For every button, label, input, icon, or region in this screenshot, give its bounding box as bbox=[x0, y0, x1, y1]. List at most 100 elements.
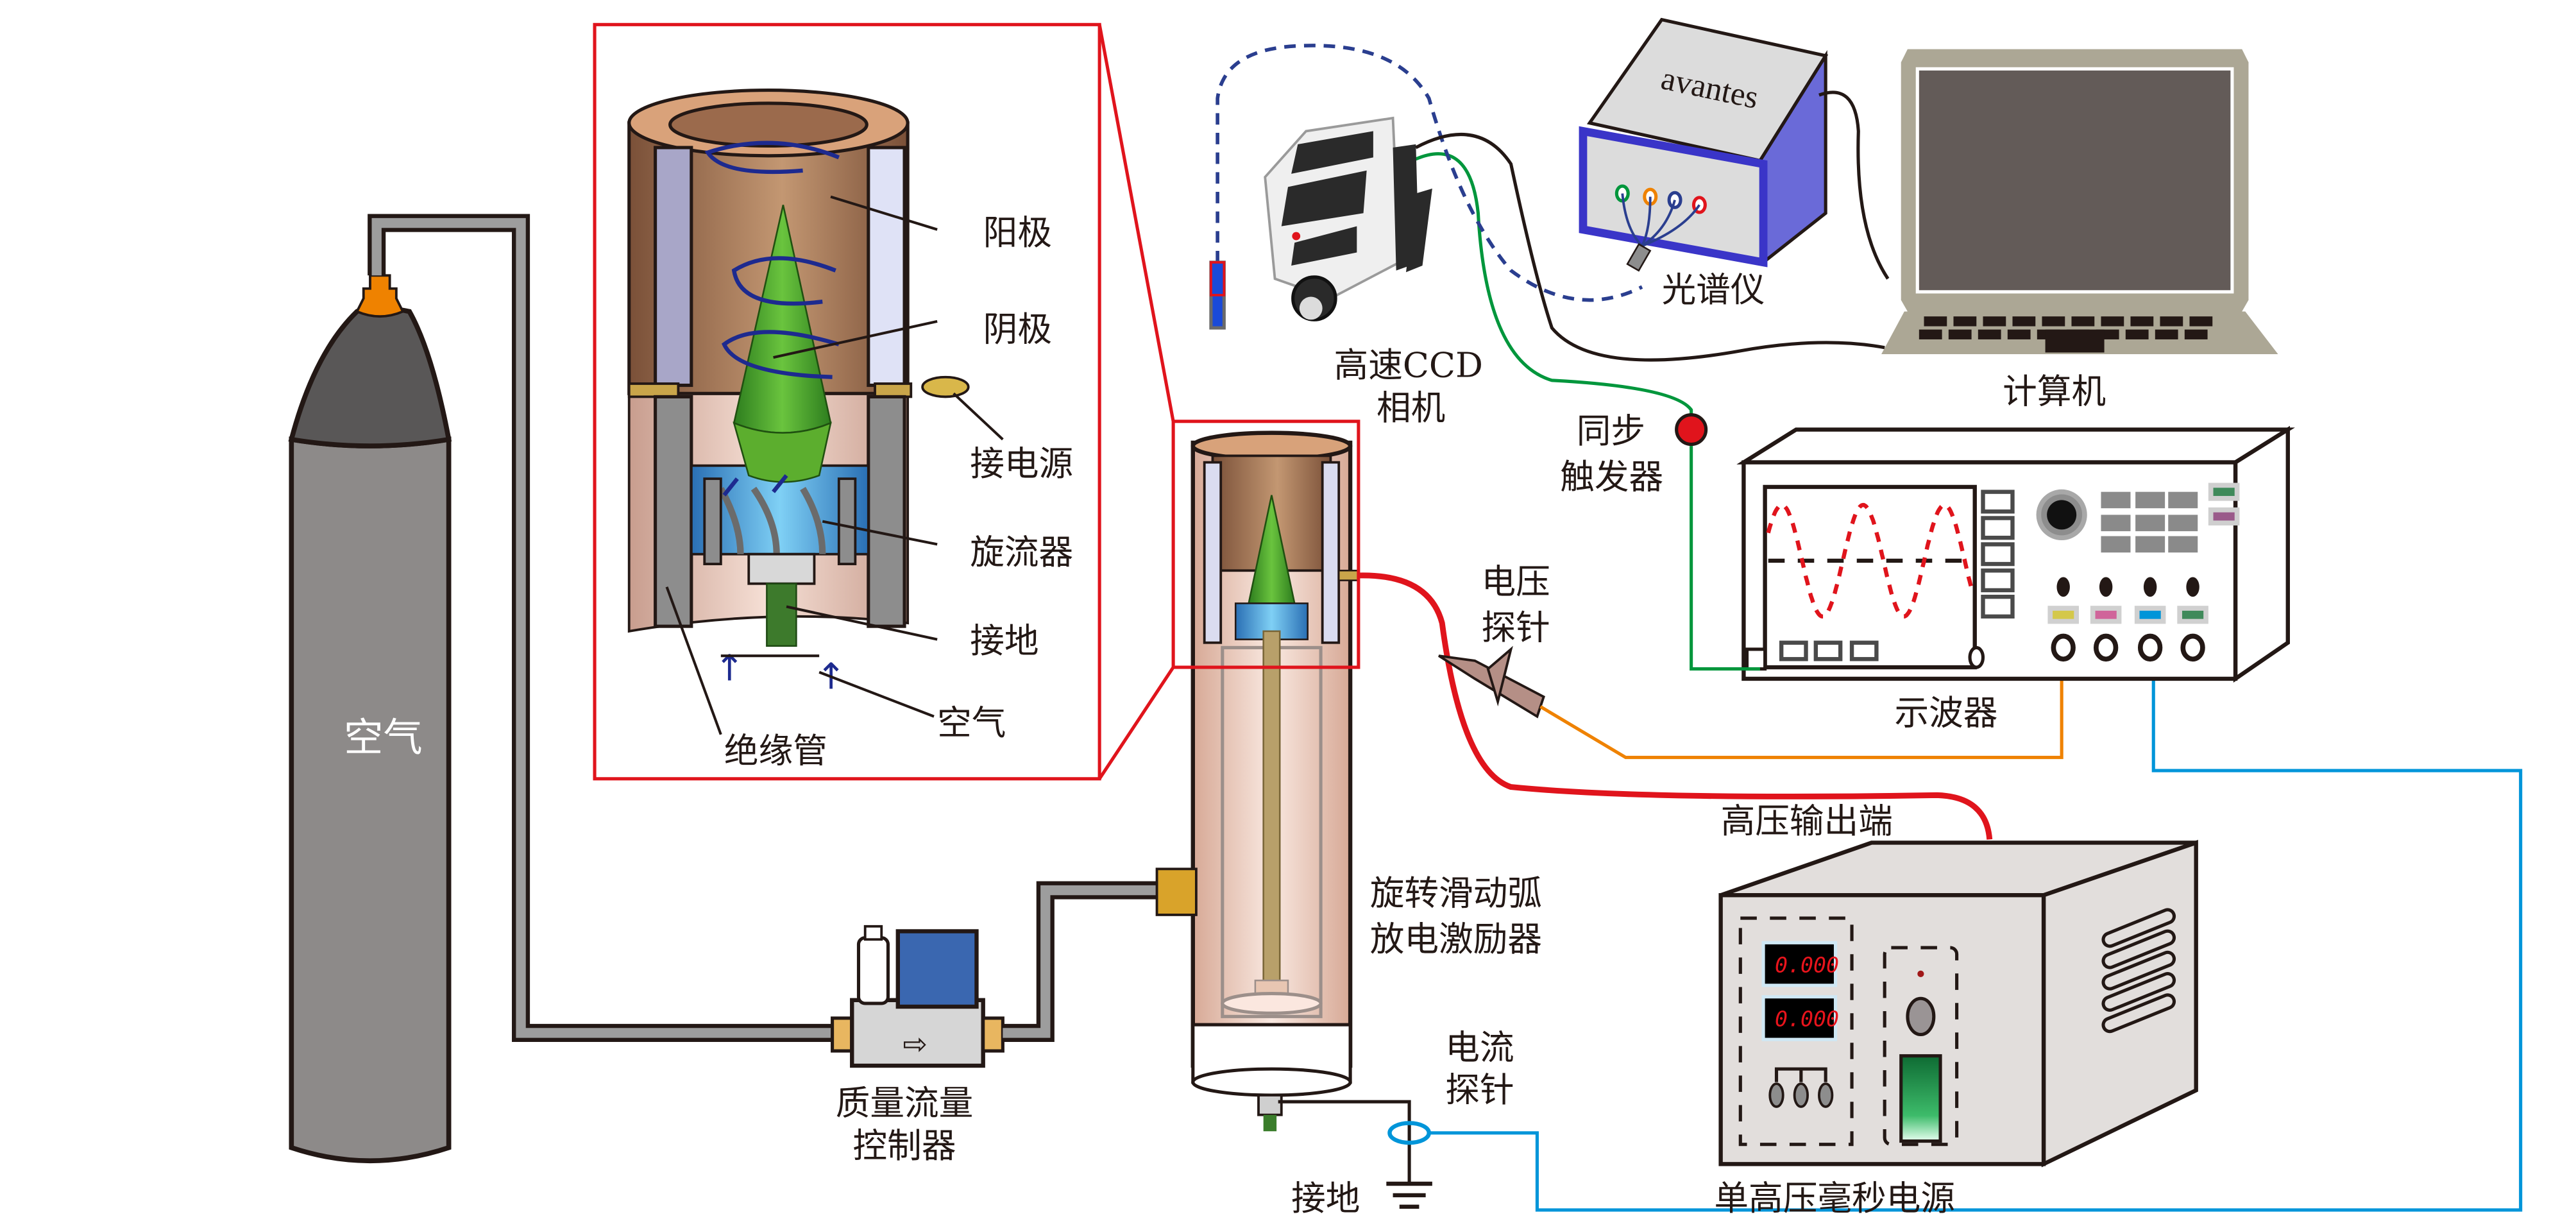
laptop-key[interactable] bbox=[2160, 316, 2183, 327]
laptop-key[interactable] bbox=[2189, 316, 2213, 327]
psu-adjust-knob[interactable] bbox=[1906, 996, 1936, 1037]
scope-softkey[interactable] bbox=[1981, 542, 2015, 567]
inset-ground-wall-right bbox=[867, 395, 906, 628]
laptop-key[interactable] bbox=[2012, 316, 2036, 327]
inset-label-insulating-tube: 绝缘管 bbox=[724, 730, 827, 771]
inset-threaded-rod bbox=[766, 583, 797, 647]
current-probe-cable bbox=[1428, 647, 2523, 1212]
scope-channel-knob[interactable] bbox=[2099, 577, 2113, 597]
psu-power-switch[interactable] bbox=[1899, 1054, 1942, 1143]
laptop-key[interactable] bbox=[2184, 329, 2208, 339]
inset-anode-bore bbox=[668, 101, 869, 148]
scope-bnc-ch2[interactable] bbox=[2093, 633, 2119, 662]
scope-bottom-key[interactable] bbox=[1779, 640, 1808, 661]
scope-bnc-ch4[interactable] bbox=[2180, 633, 2205, 662]
hv-output-label: 高压输出端 bbox=[1721, 801, 1893, 841]
mfc-sensor-tube bbox=[856, 936, 890, 1005]
laptop-key[interactable] bbox=[1924, 316, 1947, 327]
scope-menu-key[interactable] bbox=[2135, 515, 2165, 531]
laptop-key[interactable] bbox=[2042, 316, 2065, 327]
scope-menu-key[interactable] bbox=[2168, 536, 2198, 553]
scope-bnc-ch1[interactable] bbox=[2051, 633, 2076, 662]
cylinder-body bbox=[289, 436, 452, 1164]
scope-small-knob[interactable] bbox=[1968, 645, 1985, 669]
inset-cathode-base bbox=[733, 422, 832, 483]
gas-tube-mfc-to-reactor bbox=[1003, 881, 1160, 1042]
scope-channel-key-ch2[interactable] bbox=[2090, 606, 2122, 624]
laptop-key[interactable] bbox=[1978, 329, 2001, 339]
scope-softkey[interactable] bbox=[1981, 568, 2015, 593]
cylinder-label: 空气 bbox=[344, 715, 423, 760]
scope-channel-key-ch4[interactable] bbox=[2177, 606, 2208, 624]
laptop-key[interactable] bbox=[1919, 329, 1942, 339]
fiber-collimator-tip bbox=[1209, 260, 1226, 296]
scope-menu-key[interactable] bbox=[2101, 515, 2131, 531]
fiber-bundle-connector bbox=[1626, 243, 1652, 272]
scope-channel-key-ch3[interactable] bbox=[2134, 606, 2166, 624]
inset-label-anode: 阳极 bbox=[983, 212, 1052, 253]
camera-lens-glass bbox=[1299, 296, 1323, 320]
voltage-probe: 电压 探针 bbox=[1438, 561, 1550, 719]
mass-flow-controller: ⇨ 质量流量 控制器 bbox=[831, 925, 1004, 1166]
scope-bottom-key[interactable] bbox=[1849, 640, 1879, 661]
inset-label-ground: 接地 bbox=[970, 620, 1038, 661]
spectrometer-usb-cable bbox=[1818, 90, 1890, 280]
scope-menu-key[interactable] bbox=[2135, 536, 2165, 553]
avantes-spectrometer: avantes 光谱仪 bbox=[1579, 17, 1829, 310]
scope-trigger-input bbox=[1745, 647, 1767, 671]
scope-channel-knob[interactable] bbox=[2186, 577, 2199, 597]
reactor-ground-bolt bbox=[1257, 1094, 1283, 1116]
scope-channel-knob[interactable] bbox=[2143, 577, 2157, 597]
camera-record-led-icon bbox=[1292, 232, 1301, 241]
cylinder-valve bbox=[355, 274, 405, 318]
laptop-key[interactable] bbox=[2007, 329, 2031, 339]
scope-softkey[interactable] bbox=[1981, 594, 2015, 619]
flow-direction-arrow-icon: ⇨ bbox=[902, 1027, 928, 1061]
inset-leader-lines bbox=[665, 195, 1004, 735]
inset-swirler-post-right bbox=[837, 477, 857, 565]
scope-key-green[interactable] bbox=[2208, 482, 2240, 501]
camera-label-line2: 相机 bbox=[1377, 388, 1445, 428]
scope-softkey[interactable] bbox=[1981, 490, 2015, 514]
high-voltage-cable bbox=[1358, 572, 1993, 840]
laptop-key[interactable] bbox=[1983, 316, 2006, 327]
scope-menu-key[interactable] bbox=[2101, 491, 2131, 509]
camera-label-line1: 高速CCD bbox=[1334, 345, 1483, 386]
laptop-key[interactable] bbox=[1948, 329, 1972, 339]
reactor-gas-inlet-fitting bbox=[1155, 867, 1198, 916]
camera-data-cable bbox=[1415, 133, 1885, 362]
ground-label: 接地 bbox=[1291, 1178, 1360, 1218]
rotating-gliding-arc-reactor: 旋转滑动弧 放电激励器 bbox=[1155, 431, 1542, 1132]
laptop-key[interactable] bbox=[1953, 316, 1977, 327]
current-probe-label-line1: 电流 bbox=[1445, 1027, 1514, 1068]
inset-insulator-wall-right bbox=[867, 146, 906, 388]
laptop-key[interactable] bbox=[2071, 316, 2095, 327]
laptop-touchpad[interactable] bbox=[2045, 329, 2105, 353]
scope-channel-knob[interactable] bbox=[2056, 577, 2070, 597]
laptop-key[interactable] bbox=[2125, 329, 2149, 339]
psu-display-1-frame bbox=[1761, 941, 1838, 987]
scope-key-purple[interactable] bbox=[2208, 507, 2240, 526]
oscilloscope: 示波器 bbox=[1736, 425, 2295, 733]
scope-menu-key[interactable] bbox=[2168, 491, 2198, 509]
scope-channel-key-ch1[interactable] bbox=[2047, 606, 2079, 624]
scope-menu-key[interactable] bbox=[2101, 536, 2131, 553]
laptop-key[interactable] bbox=[2130, 316, 2154, 327]
ground-symbol-icon bbox=[1386, 1181, 1432, 1209]
scope-menu-key[interactable] bbox=[2135, 491, 2165, 509]
scope-bottom-key[interactable] bbox=[1813, 640, 1843, 661]
scope-menu-key[interactable] bbox=[2168, 515, 2198, 531]
spectrometer-label: 光谱仪 bbox=[1662, 269, 1765, 310]
psu-control-group bbox=[1883, 946, 1959, 1147]
laptop-key[interactable] bbox=[2155, 329, 2178, 339]
scope-softkey[interactable] bbox=[1981, 516, 2015, 540]
mfc-sensor-cap bbox=[863, 925, 883, 941]
voltage-probe-label-line1: 电压 bbox=[1482, 561, 1550, 602]
psu-display-2-frame bbox=[1761, 995, 1838, 1041]
sync-trigger-label-line1: 同步 bbox=[1577, 411, 1645, 451]
laptop-key[interactable] bbox=[2101, 316, 2124, 327]
laptop-keyboard bbox=[1919, 316, 2213, 339]
current-probe-label-line2: 探针 bbox=[1445, 1070, 1514, 1110]
scope-bnc-ch3[interactable] bbox=[2137, 633, 2163, 662]
